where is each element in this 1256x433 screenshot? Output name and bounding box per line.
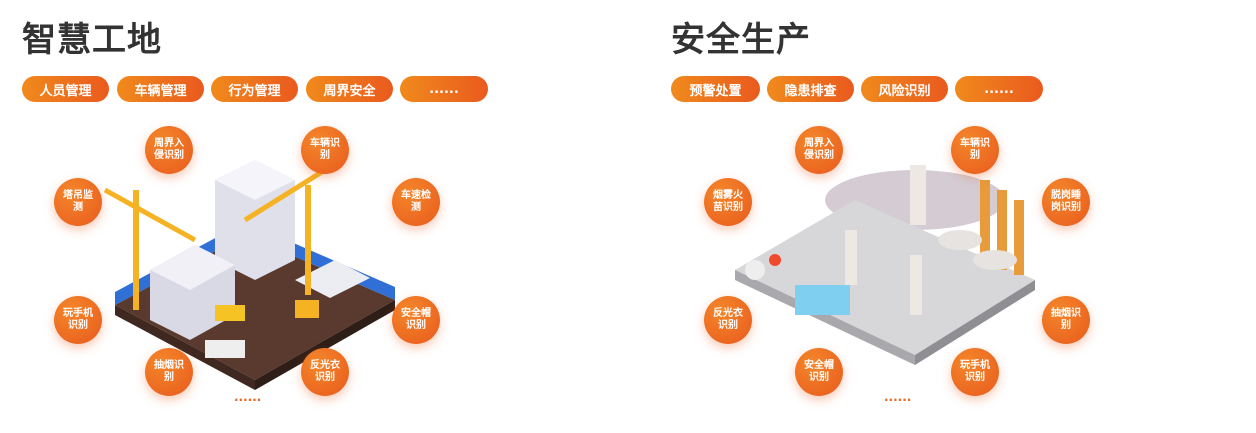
feature-smoking[interactable]: 抽烟识别 [145, 348, 193, 396]
feature-vehicle-recognition[interactable]: 车辆识别 [951, 126, 999, 174]
feature-tower-crane-monitoring[interactable]: 塔吊监测 [54, 178, 102, 226]
feature-perimeter-intrusion[interactable]: 周界入侵识别 [795, 126, 843, 174]
feature-speed-detection[interactable]: 车速检测 [392, 178, 440, 226]
tab-warning[interactable]: 预警处置 [671, 76, 760, 102]
feature-smoke-fire[interactable]: 烟雾火苗识别 [704, 178, 752, 226]
construction-site-illustration [103, 160, 395, 390]
feature-smoking[interactable]: 抽烟识别 [1042, 296, 1090, 344]
tab-more[interactable]: ...... [400, 76, 488, 102]
feature-vehicle-recognition[interactable]: 车辆识别 [301, 126, 349, 174]
tab-personnel[interactable]: 人员管理 [22, 76, 109, 102]
feature-reflective-vest[interactable]: 反光衣识别 [301, 348, 349, 396]
feature-phone-use[interactable]: 玩手机识别 [54, 296, 102, 344]
tab-vehicle[interactable]: 车辆管理 [117, 76, 204, 102]
tab-risk[interactable]: 风险识别 [861, 76, 948, 102]
factory-illustration [735, 165, 1035, 365]
tab-perimeter[interactable]: 周界安全 [306, 76, 393, 102]
feature-helmet[interactable]: 安全帽识别 [392, 296, 440, 344]
tab-more[interactable]: ...... [955, 76, 1043, 102]
feature-phone-use[interactable]: 玩手机识别 [951, 348, 999, 396]
feature-perimeter-intrusion[interactable]: 周界入侵识别 [145, 126, 193, 174]
section-title: 安全生产 [671, 20, 811, 60]
feature-reflective-vest[interactable]: 反光衣识别 [704, 296, 752, 344]
feature-helmet[interactable]: 安全帽识别 [795, 348, 843, 396]
feature-off-post-sleeping[interactable]: 脱岗睡岗识别 [1042, 178, 1090, 226]
tab-behavior[interactable]: 行为管理 [211, 76, 298, 102]
tab-hazard[interactable]: 隐患排查 [767, 76, 854, 102]
more-indicator: ...... [234, 390, 262, 404]
more-indicator: ...... [884, 390, 912, 404]
section-title: 智慧工地 [22, 20, 162, 60]
